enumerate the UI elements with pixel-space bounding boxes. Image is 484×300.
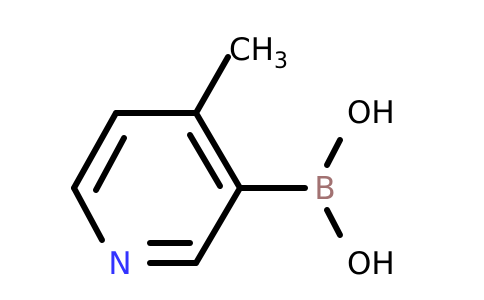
hydroxyl-top-label: OH xyxy=(347,95,395,131)
bond-c3-methyl xyxy=(193,54,231,116)
bond-c3-c4 xyxy=(193,110,243,191)
hydroxyl-bottom-label: OH xyxy=(347,246,395,282)
boron-label: B xyxy=(314,171,335,207)
methyl-label: CH3 xyxy=(229,32,288,74)
bonds xyxy=(71,54,343,266)
bond-b-o-top xyxy=(324,137,343,168)
nitrogen-label: N xyxy=(108,246,131,282)
bond-n-c1 xyxy=(71,185,105,243)
bond-c4-c5 xyxy=(193,185,243,266)
bond-c3-c4-inner xyxy=(187,132,223,189)
bond-c1-c2 xyxy=(71,110,119,191)
bond-c1-c2-inner xyxy=(93,135,127,193)
bond-b-o-bottom xyxy=(324,207,343,238)
